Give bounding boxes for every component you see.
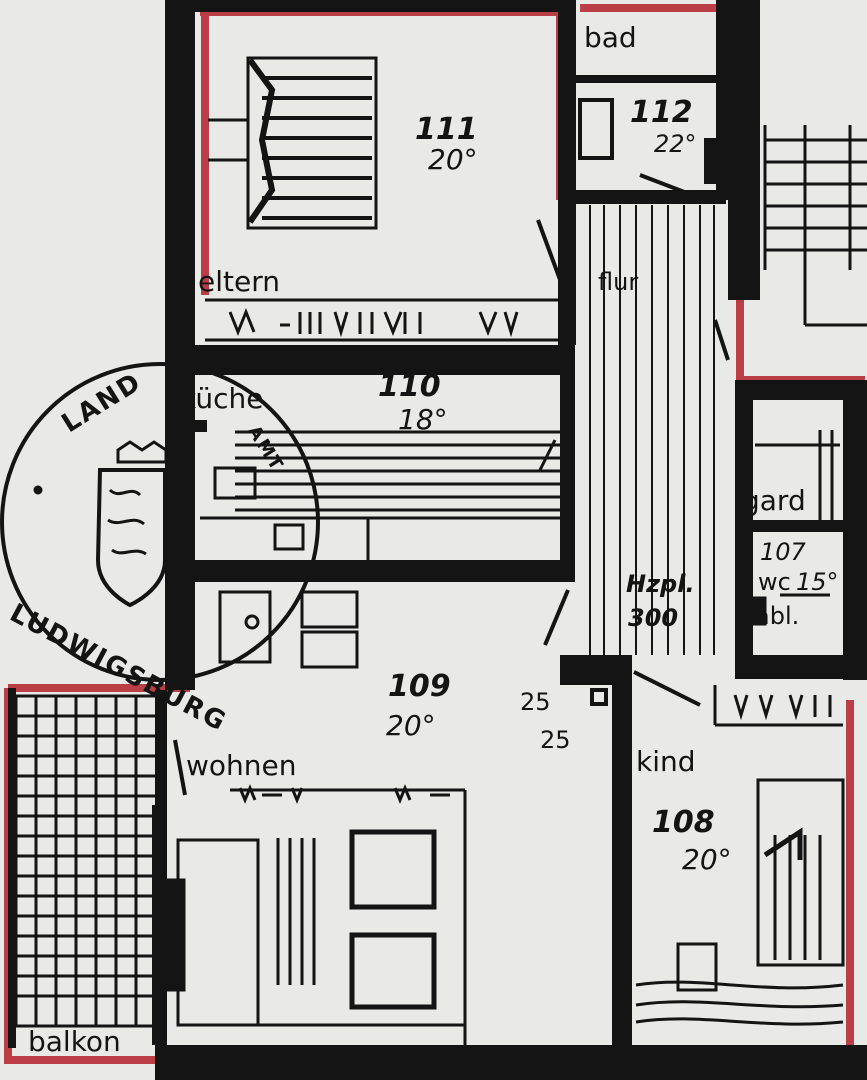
room-number-109: 109 (388, 669, 451, 704)
wc-note: abl. (755, 602, 800, 630)
room-label-gard: gard (742, 484, 806, 517)
room-temp-108: 20° (682, 843, 732, 876)
room-label-wc: wc (758, 568, 791, 596)
wall-thickness-bottom: 25 (540, 726, 571, 754)
room-label-wohnen: wohnen (186, 749, 297, 782)
wardrobe-eltern (205, 298, 560, 342)
wall-markers (195, 420, 608, 706)
room-number-112: 112 (630, 95, 693, 130)
room-label-kind: kind (636, 745, 696, 778)
room-label-balkon: balkon (28, 1025, 121, 1058)
bed-eltern (208, 56, 378, 230)
room-temp-109: 20° (386, 709, 436, 742)
room-temp-110: 18° (398, 403, 448, 436)
kitchen-counter (200, 430, 560, 560)
room-number-111: 111 (415, 112, 478, 147)
room-temp-107: 15° (796, 568, 839, 596)
door-swings (536, 219, 747, 707)
wall-thickness-top: 25 (520, 688, 551, 716)
room-number-108: 108 (652, 805, 715, 840)
stairwell (763, 125, 867, 327)
official-stamp (0, 362, 320, 682)
kid-room-furniture (635, 685, 845, 1026)
balcony-grid (14, 694, 187, 1045)
room-label-kueche: küche (180, 382, 264, 415)
room-label-bad: bad (584, 21, 637, 54)
room-temp-112: 22° (654, 130, 697, 158)
room-label-flur: flur (598, 268, 639, 296)
room-temp-111: 20° (428, 143, 478, 176)
dining-table (218, 590, 359, 669)
gard-wc-fixtures (751, 430, 840, 626)
room-number-107: 107 (760, 538, 806, 566)
heating-label: Hzpl. (626, 570, 695, 598)
heating-value: 300 (628, 604, 679, 632)
room-number-110: 110 (378, 369, 441, 404)
bath-fixtures (578, 98, 722, 200)
corridor-floor (589, 205, 715, 655)
living-furniture (166, 784, 467, 1045)
room-label-eltern: eltern (198, 265, 280, 298)
